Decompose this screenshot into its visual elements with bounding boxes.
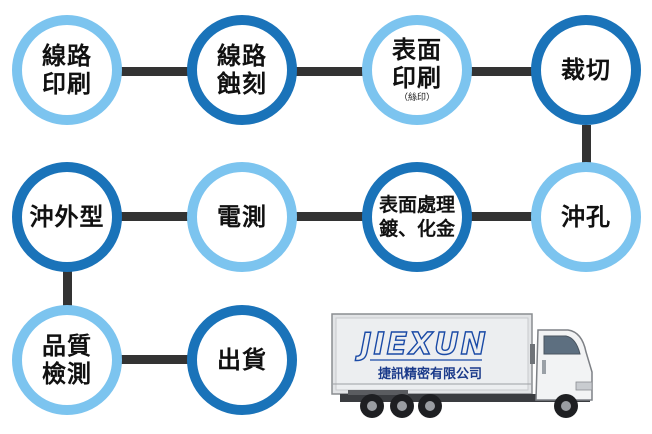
step-surface-printing: 表面 印刷 （絲印） bbox=[362, 15, 472, 125]
step-label: 蝕刻 bbox=[217, 70, 267, 98]
truck-brand-text: JIEXUN bbox=[355, 327, 487, 362]
step-label: 品質 bbox=[42, 332, 92, 360]
connector-3-4 bbox=[470, 67, 535, 76]
step-label: 電測 bbox=[217, 203, 267, 231]
connector-5-6 bbox=[470, 212, 532, 221]
connector-2-3 bbox=[295, 67, 365, 76]
connector-7-8 bbox=[115, 212, 190, 221]
connector-8-9 bbox=[63, 265, 72, 310]
step-label: 沖外型 bbox=[29, 203, 105, 231]
step-surface-treatment: 表面處理 鍍、化金 bbox=[362, 162, 472, 272]
truck-illustration: JIEXUN 捷訊精密有限公司 bbox=[331, 313, 593, 418]
step-label: 表面 bbox=[392, 36, 442, 64]
step-circuit-etching: 線路 蝕刻 bbox=[187, 15, 297, 125]
step-label: 表面處理 bbox=[378, 194, 455, 216]
connector-1-2 bbox=[110, 67, 190, 76]
step-note: （絲印） bbox=[398, 93, 435, 103]
step-label: 印刷 bbox=[392, 64, 442, 92]
step-quality-inspection: 品質 檢測 bbox=[12, 305, 122, 415]
step-electrical-test: 電測 bbox=[187, 162, 297, 272]
step-outline-punching: 沖外型 bbox=[12, 162, 122, 272]
step-label: 檢測 bbox=[42, 360, 92, 388]
step-label: 線路 bbox=[217, 42, 267, 70]
step-label: 線路 bbox=[42, 42, 92, 70]
step-punching: 沖孔 bbox=[531, 162, 641, 272]
truck-company-text: 捷訊精密有限公司 bbox=[378, 366, 482, 382]
connector-9-10 bbox=[115, 355, 190, 364]
step-label: 印刷 bbox=[42, 70, 92, 98]
step-label: 沖孔 bbox=[561, 203, 611, 231]
step-shipping: 出貨 bbox=[187, 305, 297, 415]
step-label: 鍍、化金 bbox=[378, 218, 455, 240]
connector-4-5 bbox=[582, 125, 591, 170]
step-label: 裁切 bbox=[561, 56, 611, 84]
step-cutting: 裁切 bbox=[531, 15, 641, 125]
step-label: 出貨 bbox=[217, 346, 267, 374]
step-circuit-printing: 線路 印刷 bbox=[12, 15, 122, 125]
connector-6-7 bbox=[295, 212, 365, 221]
